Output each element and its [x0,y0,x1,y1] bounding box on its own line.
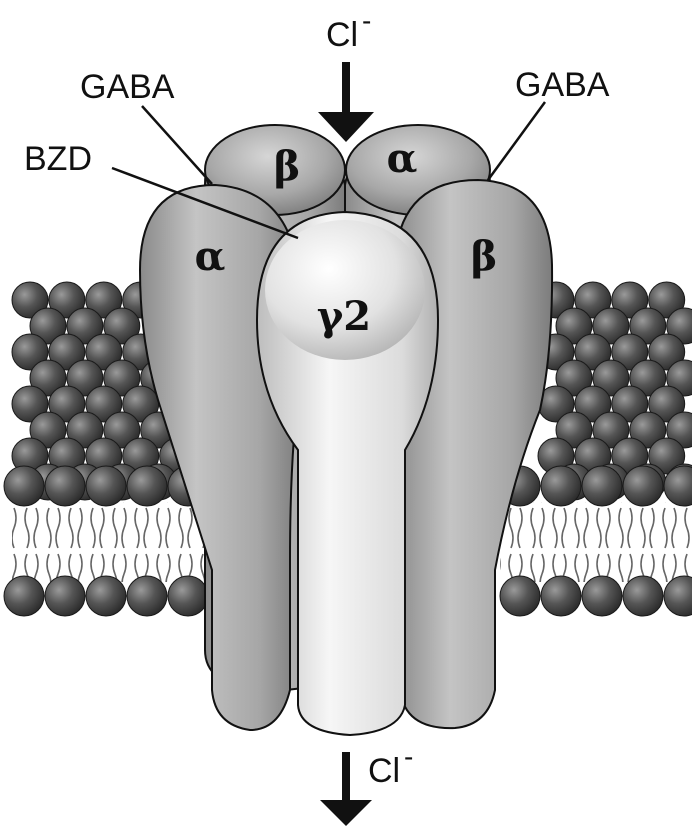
chloride-out-label: Cl [368,752,400,790]
lipid-head [85,465,127,507]
lipid-head [126,575,168,617]
lipid-head [555,359,593,397]
lipid-head [611,281,649,319]
lipid-head [85,333,123,371]
chloride-out-charge: - [404,741,413,772]
lipid-head [611,385,649,423]
lipid-heads-left-upper [3,281,209,507]
lipid-heads-left-lower [3,575,209,617]
lipid-head [167,575,209,617]
lipid-head [648,281,686,319]
lipid-head [11,333,49,371]
lipid-head [592,359,630,397]
chloride-in-label: Cl [326,16,358,54]
lipid-head [103,411,141,449]
lipid-head [85,281,123,319]
lipid-head [29,359,67,397]
lipid-head [29,307,67,345]
lipid-head [499,575,541,617]
lipid-head [48,333,86,371]
lipid-head [611,333,649,371]
membrane-right [499,281,692,617]
lipid-head [44,575,86,617]
lipid-head [629,359,667,397]
subunit-center [255,210,440,737]
subunit-label-back-right: α [387,135,418,182]
lipid-head [574,281,612,319]
lipid-head [44,465,86,507]
gaba-right-leader-line [486,101,547,181]
gaba-left-label: GABA [80,68,175,106]
lipid-head [66,411,104,449]
lipid-head [622,465,664,507]
lipid-head [11,281,49,319]
lipid-head [574,333,612,371]
lipid-head [581,465,623,507]
lipid-head [48,385,86,423]
lipid-head [85,385,123,423]
lipid-head [3,575,45,617]
lipid-head [103,359,141,397]
lipid-head [622,575,664,617]
gaba-left-leader-line [141,105,213,185]
lipid-head [663,465,692,507]
lipid-head [663,575,692,617]
lipid-head [126,465,168,507]
lipid-head [555,411,593,449]
lipid-head [581,575,623,617]
lipid-head [648,437,686,475]
lipid-head [629,307,667,345]
lipid-head [648,385,686,423]
lipid-head [629,411,667,449]
lipid-head [103,307,141,345]
lipid-head [3,465,45,507]
lipid-head [540,465,582,507]
subunit-label-back-left: β [274,143,301,190]
gaba-right-label: GABA [515,66,610,104]
chloride-out-arrow [320,752,372,826]
membrane-left [3,281,212,617]
subunit-label-front-right: β [471,233,498,280]
lipid-head [85,575,127,617]
lipid-head [66,359,104,397]
bzd-leader-line [111,166,299,240]
lipid-head [29,411,67,449]
lipid-head [648,333,686,371]
chloride-in-charge: - [362,5,371,36]
lipid-head [574,385,612,423]
bzd-label: BZD [24,140,92,178]
subunit-label-center: γ2 [317,293,371,340]
lipid-head [540,575,582,617]
lipid-head [592,307,630,345]
lipid-head [48,281,86,319]
lipid-head [11,385,49,423]
lipid-head [555,307,593,345]
lipid-head [66,307,104,345]
chloride-in-arrow [318,62,374,142]
subunit-label-front-left: α [195,233,226,280]
lipid-head [592,411,630,449]
lipid-heads-right-lower [499,575,692,617]
